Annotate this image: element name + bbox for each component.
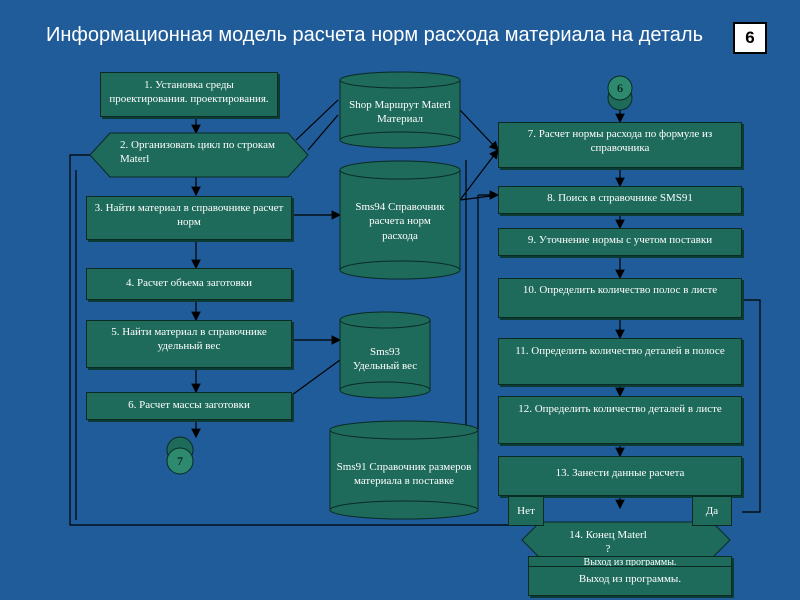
step-11-parts-strip-box: 11. Определить количество деталей в поло… xyxy=(498,338,742,385)
db-link xyxy=(291,359,341,396)
step-7-formula-box: 7. Расчет нормы расхода по формуле из сп… xyxy=(498,122,742,168)
loop-hexagon xyxy=(89,132,309,178)
loop-line xyxy=(69,154,520,526)
db-sms93-cylinder xyxy=(339,311,431,399)
exit-box: Выход из программы. xyxy=(528,566,732,596)
db-link xyxy=(295,99,339,141)
step-10-strips-box: 10. Определить количество полос в листе xyxy=(498,278,742,318)
step-5-density-box: 5. Найти материал в справочнике удельный… xyxy=(86,320,292,368)
no-branch-label: Нет xyxy=(508,496,544,526)
step-1-setup-box: 1. Установка среды проектирования. проек… xyxy=(100,72,278,117)
step-12-parts-sheet-box: 12. Определить количество деталей в лист… xyxy=(498,396,742,444)
db-sms94-label: Sms94 Справочник расчета норм расхода xyxy=(355,201,445,242)
slide-number-badge: 6 xyxy=(733,22,767,54)
connector-circle-6 xyxy=(607,75,633,111)
loop-line xyxy=(742,299,761,513)
step-13-save-box: 13. Занести данные расчета xyxy=(498,456,742,496)
step-4-volume-box: 4. Расчет объема заготовки xyxy=(86,268,292,300)
page-title: Информационная модель расчета норм расхо… xyxy=(46,24,703,46)
step-6-mass-box: 6. Расчет массы заготовки xyxy=(86,392,292,420)
db-link xyxy=(459,109,499,151)
connector-circle-7 xyxy=(166,436,194,475)
db-sms91-label: Sms91 Справочник размеров материала в по… xyxy=(336,461,472,488)
step-3-find-material-box: 3. Найти материал в справочнике расчет н… xyxy=(86,196,292,240)
step-14-decision-label: 14. Конец Materl ? xyxy=(569,529,647,556)
step-2-loop-label: 2. Организовать цикл по строкам Materl xyxy=(120,139,275,166)
db-sms94-cylinder xyxy=(339,160,461,280)
connector-6-label: 6 xyxy=(617,81,623,95)
db-sms93-label: Sms93 Удельный вес xyxy=(352,346,418,373)
db-link xyxy=(307,114,339,151)
yes-branch-label: Да xyxy=(692,496,732,526)
step-8-search-box: 8. Поиск в справочнике SMS91 xyxy=(498,186,742,214)
db-sms91-cylinder xyxy=(329,420,479,520)
step-9-refine-box: 9. Уточнение нормы с учетом поставки xyxy=(498,228,742,256)
db-shop-cylinder xyxy=(339,71,461,149)
db-shop-label: Shop Маршрут Materl Материал xyxy=(349,99,451,126)
connector-7-label: 7 xyxy=(177,454,183,468)
